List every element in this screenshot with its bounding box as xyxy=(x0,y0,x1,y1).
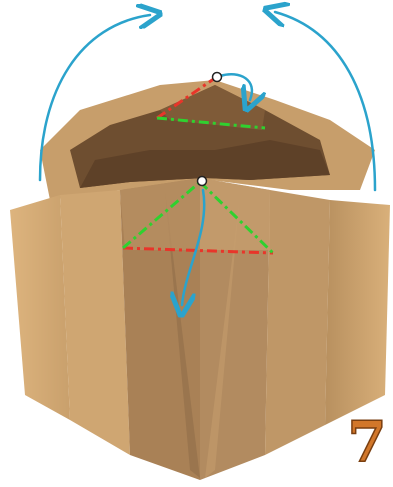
step-number: 7 xyxy=(345,412,389,472)
box-outer-walls xyxy=(10,178,390,480)
pivot-point-icon xyxy=(213,73,222,82)
pivot-point-icon xyxy=(198,177,207,186)
